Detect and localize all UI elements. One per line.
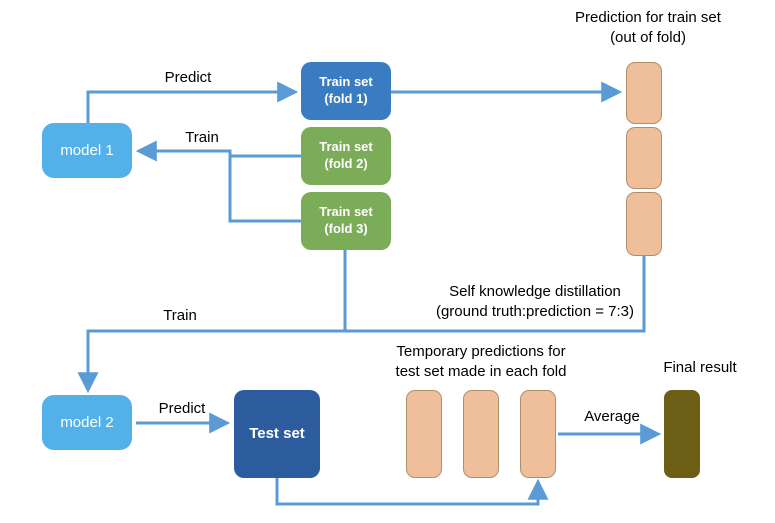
temp-prediction-block-1: [406, 390, 442, 478]
caption-final-result: Final result: [663, 359, 737, 376]
label-train-mid: Train: [163, 307, 197, 324]
edge-folds-train-model1: [135, 140, 301, 223]
label-predict-top: Predict: [164, 69, 212, 86]
oof-prediction-block-1: [626, 62, 662, 124]
train-set-fold-2-node: Train set (fold 2): [301, 127, 391, 185]
edge-model1-predict-fold1: [86, 81, 299, 123]
label-predict-bottom: Predict: [158, 400, 206, 417]
edge-distill-train-model2: [77, 256, 646, 394]
temp-prediction-block-2: [463, 390, 499, 478]
label-train-top: Train: [185, 129, 219, 146]
test-set-node: Test set: [234, 390, 320, 478]
oof-prediction-block-3: [626, 192, 662, 256]
oof-prediction-block-2: [626, 127, 662, 189]
edge-test-to-temp-predictions: [275, 478, 549, 506]
temp-prediction-block-3: [520, 390, 556, 478]
train-set-fold-1-node: Train set (fold 1): [301, 62, 391, 120]
final-result-block: [664, 390, 700, 478]
train-set-fold-3-node: Train set (fold 3): [301, 192, 391, 250]
model-2-node: model 2: [42, 395, 132, 450]
label-average: Average: [584, 408, 640, 425]
caption-self-knowledge-distillation: Self knowledge distillation (ground trut…: [435, 283, 635, 321]
caption-prediction-train-set: Prediction for train set (out of fold): [575, 9, 721, 47]
model-1-node: model 1: [42, 123, 132, 178]
caption-temporary-predictions: Temporary predictions for test set made …: [395, 343, 567, 381]
